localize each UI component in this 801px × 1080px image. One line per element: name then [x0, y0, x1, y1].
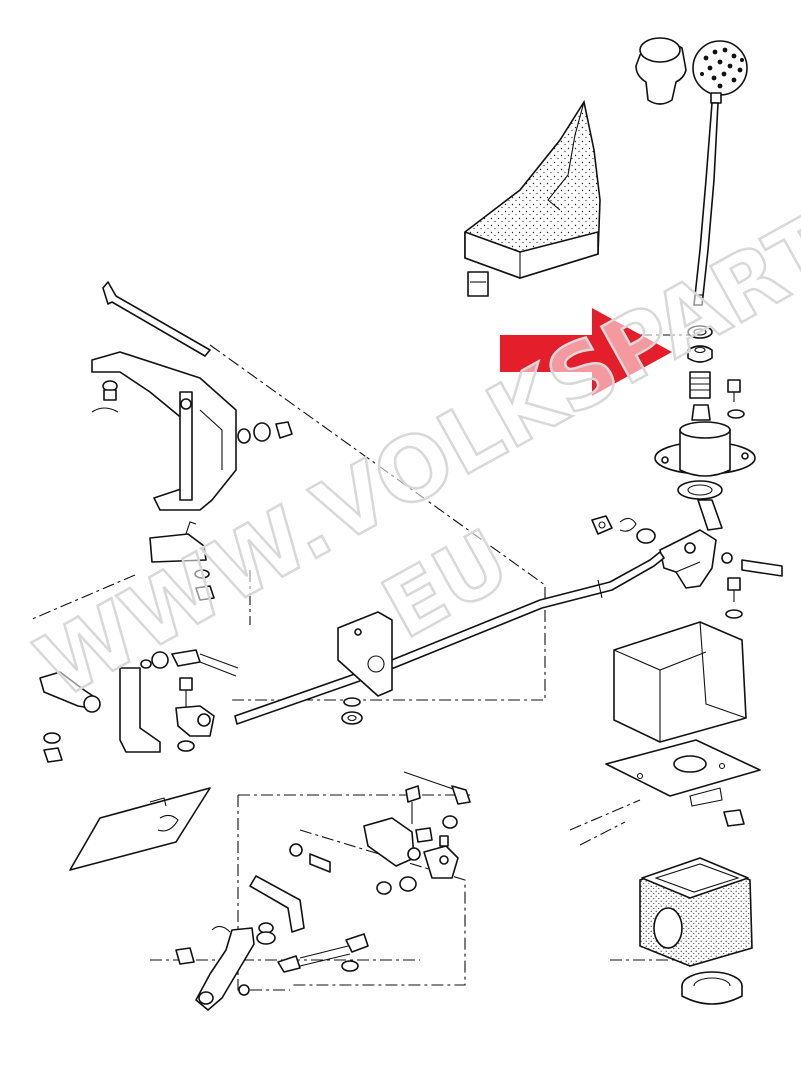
lower-clamp [423, 835, 459, 879]
shift-rod-retaining-ring [687, 325, 713, 339]
assembly-guide-lines [29, 334, 700, 991]
upper-shift-rod [102, 281, 211, 357]
lower-cotter-pin [211, 925, 231, 933]
shift-lever [693, 102, 719, 306]
shift-lever-bracket-upper [91, 351, 237, 511]
shift-rod-bracket [337, 611, 393, 697]
nut-right [591, 515, 613, 535]
shift-knob-plain [635, 37, 687, 105]
coupling-bolt [721, 552, 783, 577]
tunnel-housing [639, 857, 753, 967]
shift-coupling [659, 529, 717, 589]
shift-spring [689, 371, 711, 399]
cotter-pin [91, 407, 119, 413]
highlight-arrow [500, 308, 672, 396]
rubber-boot-ring [677, 480, 723, 500]
shift-boot [464, 99, 601, 279]
lower-washer [341, 960, 359, 972]
shift-base-plate [605, 739, 761, 807]
shift-lever-ball-housing [654, 421, 756, 477]
bracket-plate [149, 521, 207, 563]
shift-rod [234, 551, 665, 725]
ball-housing-bolt [727, 379, 745, 419]
clamp-left [175, 705, 215, 737]
shift-rod-end [39, 671, 101, 713]
upper-washers [237, 421, 293, 444]
lower-nut [175, 947, 195, 965]
bolt-right [727, 577, 741, 602]
lower-lever-arm [195, 927, 255, 1011]
lower-bushing-stack [256, 922, 276, 945]
guide-plate [69, 787, 211, 871]
lower-bolt-horizontal [289, 843, 331, 873]
tunnel-cover [613, 621, 747, 743]
threaded-link-lower [277, 933, 369, 973]
bolt-left [179, 677, 193, 708]
bushing-right [636, 528, 656, 544]
lower-bolt-vertical [405, 785, 421, 824]
bracket-washers [341, 697, 363, 725]
threaded-rod-left [171, 649, 239, 677]
lever-arm-left [119, 667, 161, 753]
spring-seat [687, 345, 713, 363]
bracket-bushing [102, 380, 118, 401]
lower-coupling [363, 817, 421, 867]
base-plate-nut [723, 809, 745, 827]
stop-plate-pin [691, 404, 711, 421]
washer-nut-left [43, 732, 195, 763]
lever-lower-end [697, 499, 723, 531]
lower-washer-nut [415, 815, 458, 843]
lower-bushings [376, 876, 417, 895]
tunnel-grommet [681, 971, 743, 1005]
bushing-left [140, 651, 169, 669]
circlip-right [619, 517, 637, 532]
washer-right [725, 609, 743, 619]
threaded-link-upper [403, 771, 471, 805]
lower-rod-bent [249, 875, 305, 933]
boot-clip [467, 271, 489, 297]
bracket-nut-and-washer [194, 569, 215, 601]
shift-knob-golf-ball [692, 40, 748, 104]
